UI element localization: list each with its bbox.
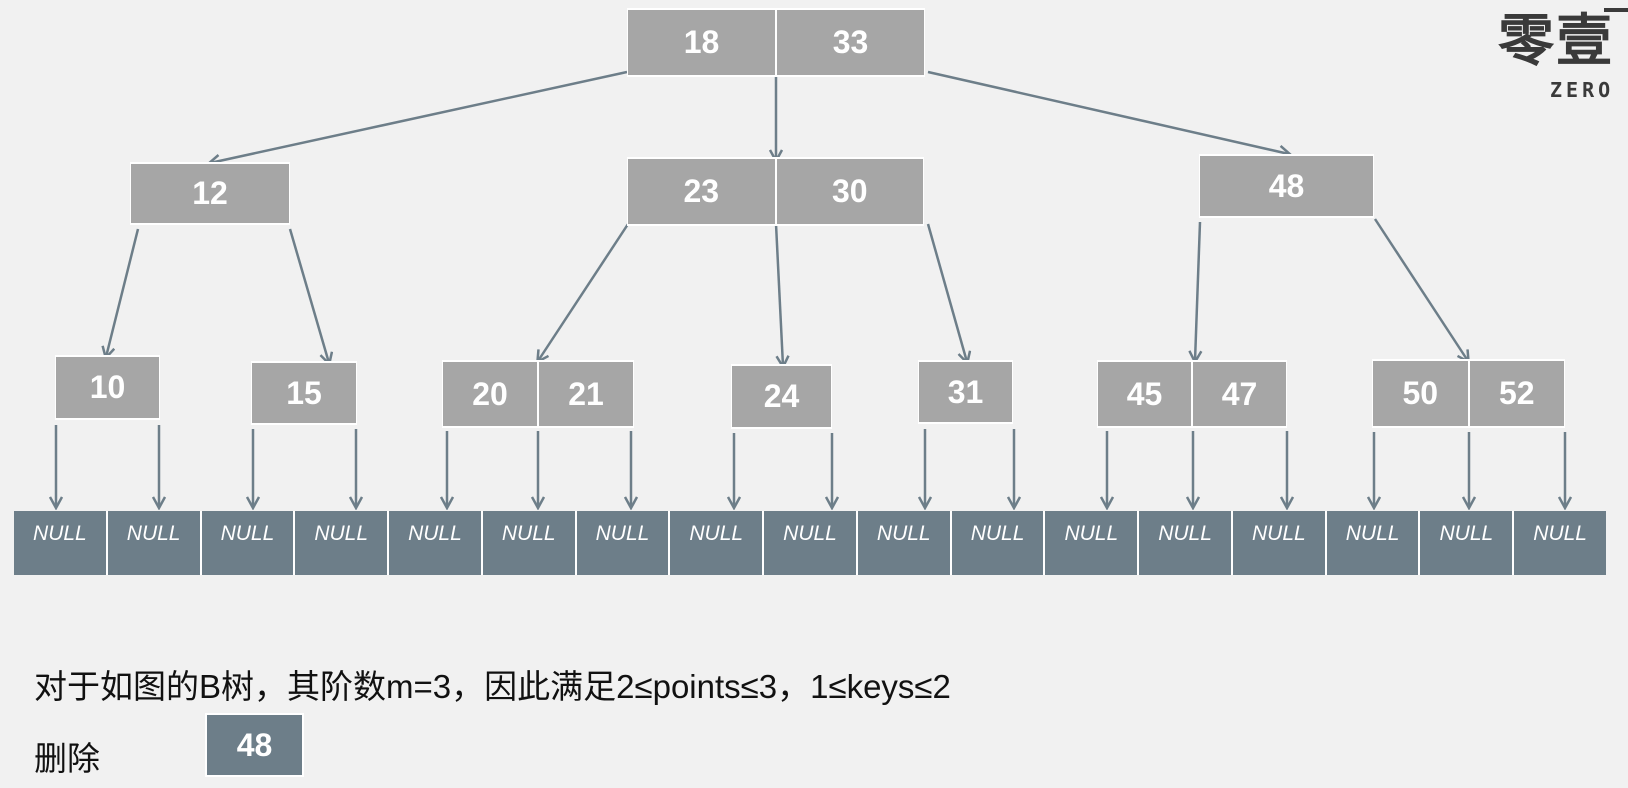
node-key: 33	[775, 10, 924, 75]
node-key: 31	[919, 362, 1012, 422]
node-key: 23	[628, 159, 775, 224]
edge-root-to-n48	[927, 70, 1289, 154]
null-leaf: NULL	[1045, 511, 1138, 575]
node-key: 24	[732, 366, 831, 427]
edge-n12-to-n15	[288, 228, 329, 363]
tree-node-n31: 31	[918, 360, 1013, 424]
edge-n48-to-n45_47	[1195, 221, 1200, 361]
null-leaf: NULL	[576, 511, 669, 575]
null-leaf: NULL	[14, 511, 106, 575]
tree-node-n10: 10	[55, 355, 160, 420]
edge-n23_30-to-n31	[926, 223, 967, 362]
node-key: 45	[1098, 362, 1191, 426]
node-key: 12	[131, 164, 289, 223]
node-key: 21	[537, 362, 633, 426]
logo-bar	[1604, 8, 1628, 12]
edge-n23_30-to-n24	[774, 223, 783, 366]
null-leaf: NULL	[1514, 511, 1607, 575]
node-key: 30	[774, 159, 923, 224]
logo-mark: 零壹	[1498, 9, 1614, 74]
edge-n12-to-n10	[106, 228, 140, 357]
edge-n48-to-n50_52	[1373, 218, 1468, 361]
node-key: 15	[252, 363, 356, 423]
null-leaf: NULL	[295, 511, 388, 575]
delete-key-box: 48	[205, 713, 304, 777]
null-leaf: NULL	[1326, 511, 1419, 575]
edge-root-to-n12	[210, 70, 628, 163]
tree-node-n48: 48	[1199, 154, 1374, 218]
logo-subtitle: ZERO	[1550, 78, 1615, 102]
null-leaf: NULL	[482, 511, 575, 575]
node-key: 52	[1467, 361, 1564, 426]
node-key: 20	[443, 362, 537, 426]
node-key: 50	[1373, 361, 1468, 426]
null-leaf: NULL	[201, 511, 294, 575]
null-leaf: NULL	[107, 511, 200, 575]
node-key: 10	[56, 357, 159, 418]
null-leaf: NULL	[951, 511, 1044, 575]
tree-node-n15: 15	[251, 361, 357, 425]
null-leaf: NULL	[1232, 511, 1325, 575]
null-leaf: NULL	[1139, 511, 1231, 575]
delete-label: 删除	[34, 740, 100, 777]
tree-node-n24: 24	[731, 364, 832, 429]
node-key: 47	[1191, 362, 1286, 426]
node-key: 18	[628, 10, 775, 75]
tree-node-n12: 12	[130, 162, 290, 225]
null-leaf: NULL	[764, 511, 856, 575]
null-leaf: NULL	[1420, 511, 1513, 575]
edge-n23_30-to-n20_21	[538, 217, 634, 361]
zero-logo: 零壹 ZERO	[1496, 8, 1628, 104]
null-leaf: NULL	[389, 511, 481, 575]
node-key: 48	[1200, 156, 1373, 216]
null-leaf: NULL	[670, 511, 763, 575]
b-tree-caption: 对于如图的B树，其阶数m=3，因此满足2≤points≤3，1≤keys≤2	[34, 668, 951, 705]
null-leaf: NULL	[857, 511, 950, 575]
